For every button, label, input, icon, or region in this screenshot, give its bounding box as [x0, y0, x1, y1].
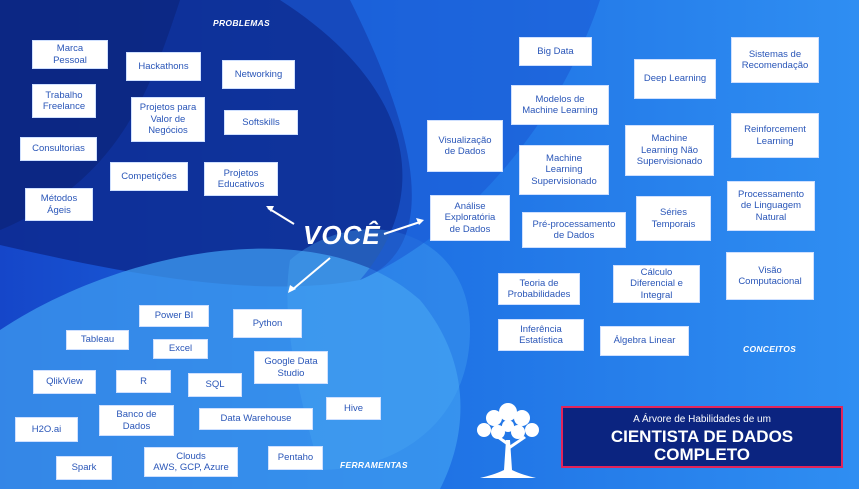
node-trabalho-freelance: Trabalho Freelance	[32, 84, 96, 118]
node-processamento-linguagem-natural: Processamento de Linguagem Natural	[727, 181, 815, 231]
node-visualizacao-dados: Visualização de Dados	[427, 120, 503, 172]
node-softskills: Softskills	[224, 110, 298, 135]
node-inferencia-estatistica: Inferência Estatística	[498, 319, 584, 351]
node-excel: Excel	[153, 339, 208, 359]
node-hive: Hive	[326, 397, 381, 420]
node-r: R	[116, 370, 171, 393]
node-series-temporais: Séries Temporais	[636, 196, 711, 241]
node-marca-pessoal: Marca Pessoal	[32, 40, 108, 69]
node-power-bi: Power BI	[139, 305, 209, 327]
node-modelos-machine-learning: Modelos de Machine Learning	[511, 85, 609, 125]
node-hackathons: Hackathons	[126, 52, 201, 81]
title-main-line2: COMPLETO	[653, 444, 751, 464]
node-visao-computacional: Visão Computacional	[726, 252, 814, 300]
tree-logo-icon	[477, 403, 539, 478]
center-you-label: VOCÊ	[303, 220, 381, 250]
node-projetos-educativos: Projetos Educativos	[204, 162, 278, 196]
node-ml-nao-supervisionado: Machine Learning Não Supervisionado	[625, 125, 714, 176]
title-subtitle: A Árvore de Habilidades de um	[633, 414, 771, 425]
node-google-data-studio: Google Data Studio	[254, 351, 328, 384]
node-tableau: Tableau	[66, 330, 129, 350]
section-conceitos-label: CONCEITOS	[743, 344, 797, 354]
node-sql: SQL	[188, 373, 242, 397]
node-qlikview: QlikView	[33, 370, 96, 394]
node-competicoes: Competições	[110, 162, 188, 191]
section-ferramentas-label: FERRAMENTAS	[340, 460, 408, 470]
node-algebra-linear: Álgebra Linear	[600, 326, 689, 356]
node-teoria-probabilidades: Teoria de Probabilidades	[498, 273, 580, 305]
node-consultorias: Consultorias	[20, 137, 97, 161]
title-main-line1: CIENTISTA DE DADOS	[610, 427, 794, 446]
node-ml-supervisionado: Machine Learning Supervisionado	[519, 145, 609, 195]
node-big-data: Big Data	[519, 37, 592, 66]
node-analise-exploratoria: Análise Exploratória de Dados	[430, 195, 510, 241]
node-banco-de-dados: Banco de Dados	[99, 405, 174, 436]
section-problemas-label: PROBLEMAS	[213, 18, 271, 28]
node-pentaho: Pentaho	[268, 446, 323, 470]
node-reinforcement-learning: Reinforcement Learning	[731, 113, 819, 158]
node-clouds: Clouds AWS, GCP, Azure	[144, 447, 238, 477]
node-metodos-ageis: Métodos Ágeis	[25, 188, 93, 221]
title-banner: A Árvore de Habilidades de um CIENTISTA …	[561, 406, 843, 468]
node-projetos-valor-negocios: Projetos para Valor de Negócios	[131, 97, 205, 142]
node-sistemas-recomendacao: Sistemas de Recomendação	[731, 37, 819, 83]
node-networking: Networking	[222, 60, 295, 89]
node-spark: Spark	[56, 456, 112, 480]
node-python: Python	[233, 309, 302, 338]
node-h2o-ai: H2O.ai	[15, 417, 78, 442]
node-data-warehouse: Data Warehouse	[199, 408, 313, 430]
node-deep-learning: Deep Learning	[634, 59, 716, 99]
node-calculo-diferencial-integral: Cálculo Diferencial e Integral	[613, 265, 700, 303]
node-pre-processamento: Pré-processamento de Dados	[522, 212, 626, 248]
